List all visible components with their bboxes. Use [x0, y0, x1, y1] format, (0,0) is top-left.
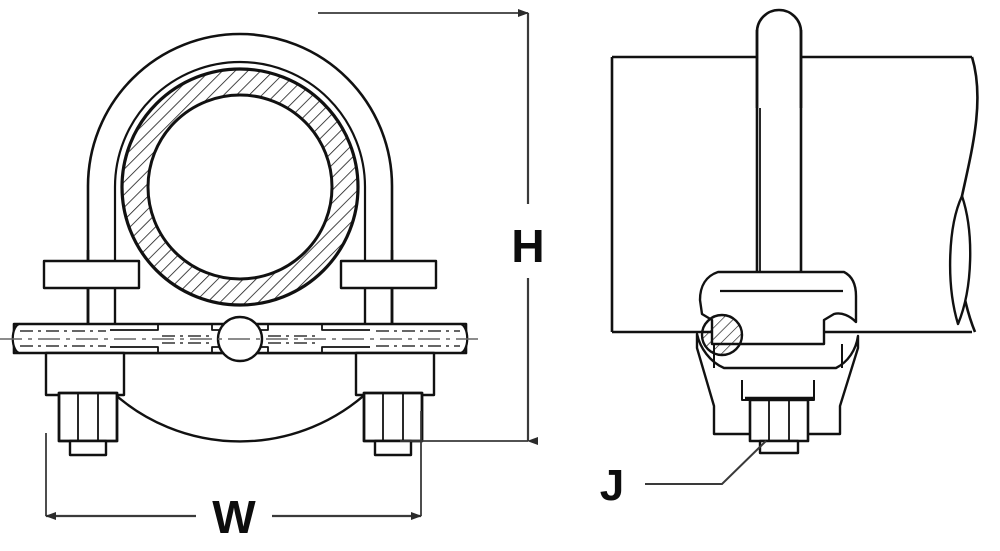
- side-view: [610, 8, 979, 455]
- dimension-w-label: W: [212, 491, 256, 543]
- dimension-layer: H W J: [45, 9, 767, 543]
- pipe-outer-circle: [120, 67, 360, 307]
- dimension-h: H: [318, 9, 545, 445]
- pipe-break-lens-inner: [948, 194, 972, 326]
- plate-thread-lines: [20, 330, 460, 347]
- pipe-inner-circle: [146, 93, 334, 281]
- washer-left: [44, 351, 126, 397]
- dimension-j: J: [600, 440, 767, 510]
- saddle-body: [96, 351, 384, 443]
- nut-collar-left: [68, 439, 108, 457]
- hex-nut-left: [44, 351, 126, 457]
- dimension-j-label: J: [600, 461, 624, 510]
- washer-right: [354, 351, 436, 397]
- hex-nut-side: [748, 398, 810, 455]
- nut-body-right: [362, 391, 424, 443]
- dimension-w: W: [45, 411, 422, 543]
- hex-nut-right: [354, 351, 436, 457]
- nut-collar-right: [373, 439, 413, 457]
- hex-nut-side-collar: [758, 439, 800, 455]
- dimension-j-leader-line: [645, 440, 767, 485]
- pipe-section: [108, 53, 382, 327]
- flange-tab-left: [42, 259, 141, 290]
- dimension-h-label: H: [511, 220, 544, 272]
- bolt-section-circle: [700, 313, 744, 357]
- clamp-saddle-lower: [695, 332, 860, 436]
- nut-body-left: [57, 391, 119, 443]
- flange-tab-right: [339, 259, 438, 290]
- u-bolt-leg-side: [755, 8, 803, 108]
- hex-nut-side-body: [748, 398, 810, 443]
- front-section-view: [0, 32, 484, 457]
